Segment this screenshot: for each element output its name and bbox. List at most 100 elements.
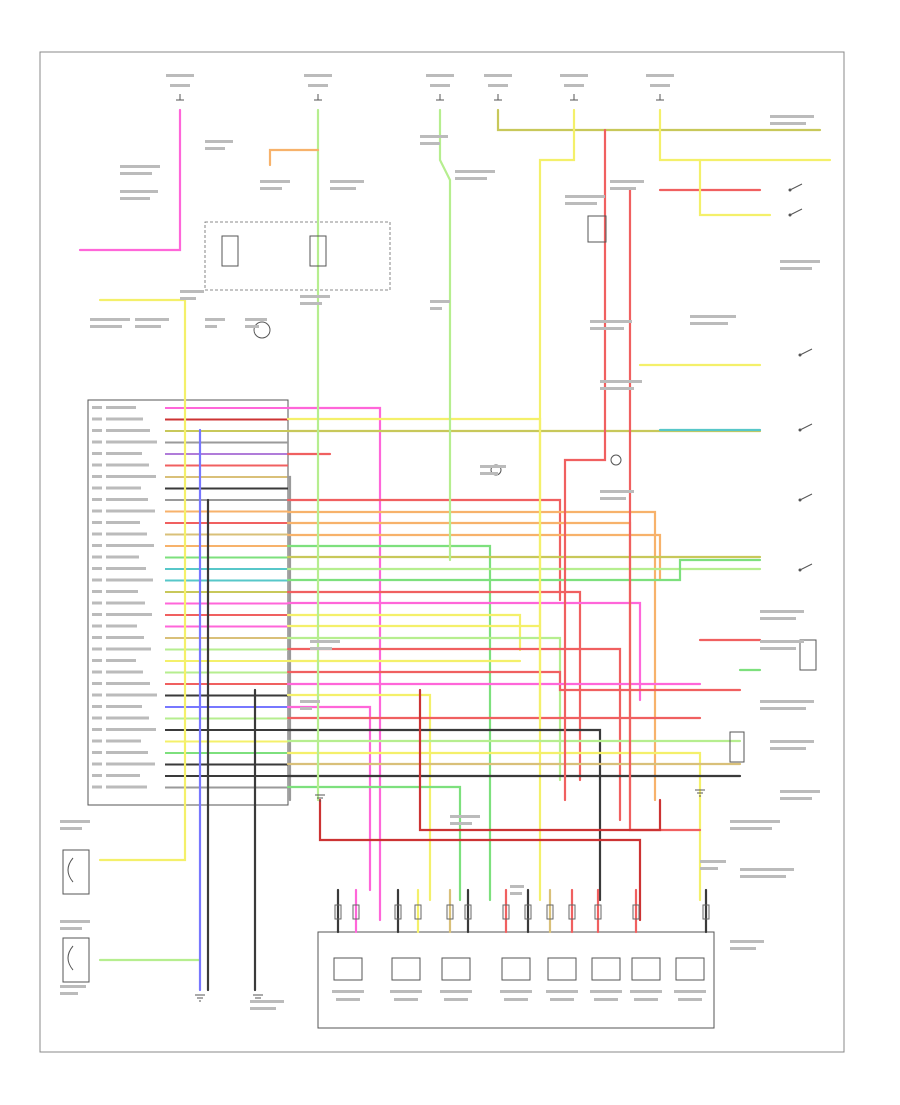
fuse-label-mark bbox=[650, 84, 670, 87]
indicator-lamp-icon bbox=[253, 321, 271, 339]
pin-label-mark bbox=[106, 682, 150, 685]
pin-number-mark bbox=[92, 532, 102, 536]
solenoid-label-mark bbox=[678, 998, 702, 1001]
pin-number-mark bbox=[92, 498, 102, 501]
label-mark bbox=[430, 307, 442, 310]
label-mark bbox=[690, 315, 736, 318]
label-mark bbox=[610, 187, 636, 190]
sensor-node-icon bbox=[610, 454, 622, 466]
label-mark bbox=[780, 790, 820, 793]
pin-number-mark bbox=[92, 739, 102, 743]
connector-pin bbox=[546, 904, 554, 920]
pin-label-mark bbox=[106, 613, 152, 616]
fuse-label-mark bbox=[308, 84, 328, 87]
pin-label-mark bbox=[106, 728, 156, 731]
label-mark bbox=[760, 647, 796, 650]
signal-wire bbox=[286, 406, 382, 922]
label-mark bbox=[430, 300, 450, 303]
pin-label-mark bbox=[106, 463, 149, 467]
label-mark bbox=[780, 797, 812, 800]
relay-icon bbox=[587, 215, 607, 243]
label-mark bbox=[120, 172, 152, 175]
label-mark bbox=[455, 170, 495, 173]
pin-label-mark bbox=[106, 774, 140, 777]
fuse-label-mark bbox=[564, 84, 584, 87]
signal-wire bbox=[286, 785, 462, 902]
label-mark bbox=[480, 465, 506, 468]
label-mark bbox=[420, 142, 440, 145]
connector-pin bbox=[464, 904, 472, 920]
label-mark bbox=[565, 195, 605, 198]
power-wire bbox=[268, 148, 320, 167]
power-wire bbox=[78, 108, 182, 252]
pin-label-mark bbox=[106, 509, 155, 513]
label-mark bbox=[760, 707, 806, 710]
label-mark bbox=[330, 187, 356, 190]
pressure-switch-icon bbox=[729, 731, 745, 763]
pin-label-mark bbox=[106, 624, 137, 628]
fuse-label-mark bbox=[646, 74, 674, 77]
pin-label-mark bbox=[106, 716, 149, 720]
label-mark bbox=[120, 190, 158, 193]
pin-number-mark bbox=[92, 716, 102, 720]
label-mark bbox=[600, 380, 642, 383]
label-mark bbox=[690, 322, 728, 325]
fuse-icon bbox=[656, 94, 664, 101]
fuse-icon bbox=[314, 94, 322, 101]
solenoid-label-mark bbox=[332, 990, 364, 993]
connector-pin bbox=[414, 904, 422, 920]
label-mark bbox=[180, 297, 196, 300]
label-mark bbox=[250, 1007, 276, 1010]
label-mark bbox=[565, 202, 597, 205]
label-mark bbox=[205, 325, 217, 328]
label-mark bbox=[600, 387, 634, 390]
solenoid-label-mark bbox=[674, 990, 706, 993]
solenoid-coil-icon bbox=[675, 957, 705, 981]
sensor-wire bbox=[98, 298, 187, 862]
label-mark bbox=[260, 180, 290, 183]
pcm-pin-rows bbox=[92, 406, 288, 789]
label-mark bbox=[135, 318, 169, 321]
solenoid-label-mark bbox=[630, 990, 662, 993]
pin-label-mark bbox=[106, 452, 142, 455]
label-mark bbox=[120, 197, 150, 200]
pin-label-mark bbox=[106, 739, 141, 743]
signal-wire bbox=[286, 728, 602, 902]
signal-wire bbox=[286, 544, 492, 902]
pin-number-mark bbox=[92, 509, 102, 513]
solenoid-coil-icon bbox=[501, 957, 531, 981]
switch-contact-icon bbox=[788, 188, 792, 192]
pin-label-mark bbox=[106, 555, 139, 559]
pin-label-mark bbox=[106, 521, 140, 524]
label-mark bbox=[260, 187, 282, 190]
pin-label-mark bbox=[106, 636, 144, 639]
fuse-label-mark bbox=[304, 74, 332, 77]
fuse-label-mark bbox=[484, 74, 512, 77]
pin-number-mark bbox=[92, 705, 102, 708]
switch-icon bbox=[799, 563, 813, 571]
pin-label-mark bbox=[106, 475, 156, 478]
label-mark bbox=[510, 885, 524, 888]
solenoid-coil-icon bbox=[631, 957, 661, 981]
label-marks bbox=[60, 74, 820, 1010]
signal-wire bbox=[286, 647, 622, 822]
signal-wire bbox=[286, 613, 522, 652]
label-mark bbox=[205, 140, 233, 143]
switch-icon bbox=[799, 493, 813, 501]
label-mark bbox=[420, 135, 448, 138]
label-mark bbox=[770, 122, 806, 125]
label-mark bbox=[780, 260, 820, 263]
pin-number-mark bbox=[92, 555, 102, 559]
pin-label-mark bbox=[106, 693, 157, 697]
signal-wire bbox=[286, 498, 562, 602]
pin-number-mark bbox=[92, 475, 102, 478]
relay-coil-icon bbox=[221, 235, 239, 267]
pin-number-mark bbox=[92, 544, 102, 547]
label-mark bbox=[60, 827, 82, 830]
pin-number-mark bbox=[92, 521, 102, 524]
pin-number-mark bbox=[92, 728, 102, 731]
label-mark bbox=[700, 867, 718, 870]
pin-number-mark bbox=[92, 659, 102, 662]
pin-number-mark bbox=[92, 463, 102, 467]
